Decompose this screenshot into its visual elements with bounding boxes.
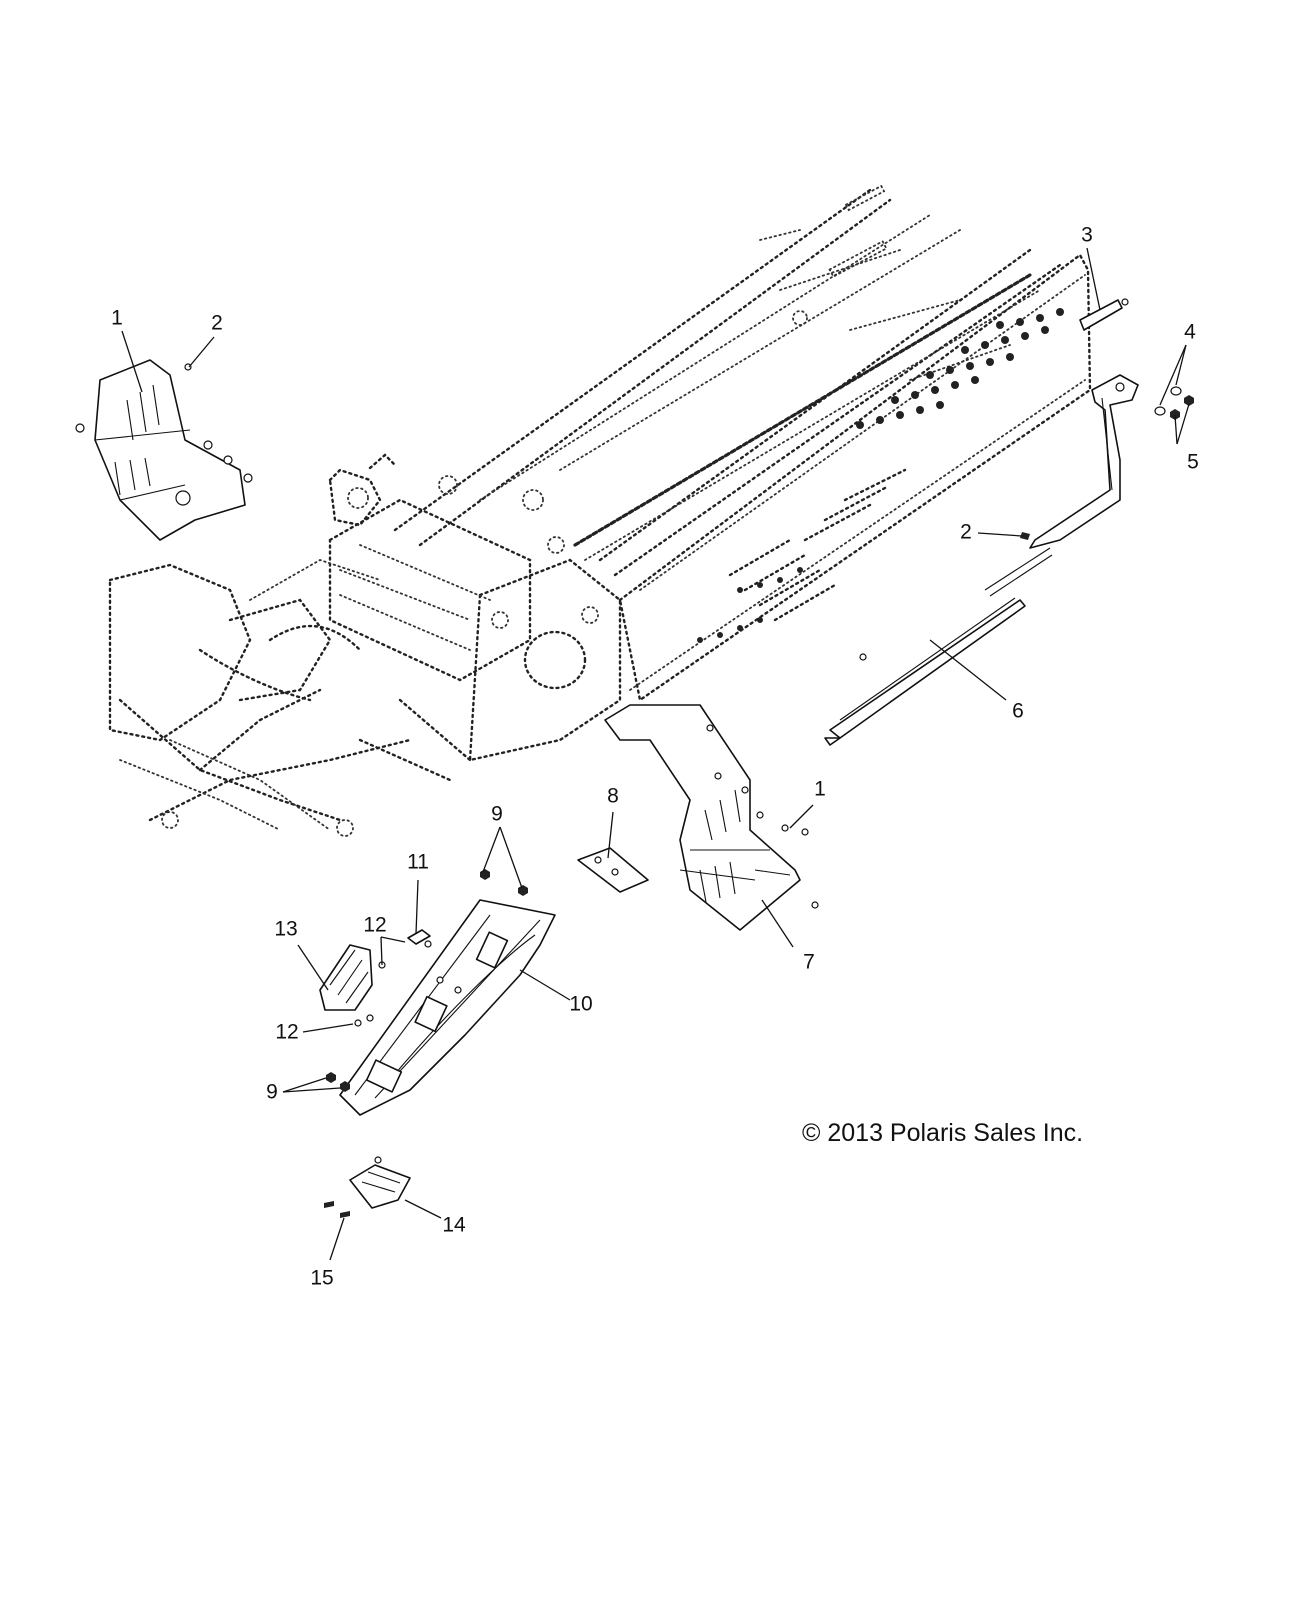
footrest-hole-pattern <box>697 308 1064 643</box>
part-1-right-fasteners <box>706 724 819 909</box>
part-1-left-fasteners <box>75 363 253 483</box>
part-13-mount-bracket <box>319 944 386 1027</box>
callout-12: 12 <box>275 1021 298 1044</box>
part-6-edge-rail <box>824 547 1053 746</box>
callout-labels: 1 2 3 4 5 2 6 1 8 9 11 7 13 12 10 12 9 1… <box>111 224 1199 1290</box>
chassis-phantom-outline <box>108 184 1092 837</box>
part-7-heat-shield-right <box>604 704 801 931</box>
callout-1: 1 <box>111 307 123 330</box>
part-10-skid-plate <box>339 899 556 1116</box>
callout-10: 10 <box>569 993 592 1016</box>
callout-9: 9 <box>491 803 503 826</box>
callout-1: 1 <box>814 778 826 801</box>
callout-2: 2 <box>211 312 223 335</box>
part-3-clip <box>1079 298 1129 331</box>
copyright-notice: © 2013 Polaris Sales Inc. <box>802 1119 1083 1147</box>
part-15-screws <box>324 1201 350 1218</box>
callout-2: 2 <box>960 521 972 544</box>
callout-15: 15 <box>310 1267 333 1290</box>
callout-12: 12 <box>363 914 386 937</box>
callout-8: 8 <box>607 785 619 808</box>
leader-lines <box>121 247 1190 1261</box>
callout-7: 7 <box>803 951 815 974</box>
side-panel-slots <box>728 468 907 622</box>
callout-6: 6 <box>1012 700 1024 723</box>
callout-4: 4 <box>1184 321 1196 344</box>
part-4-5-washers-nuts <box>1154 386 1194 420</box>
part-11-clip <box>407 929 432 948</box>
callout-9: 9 <box>266 1081 278 1104</box>
callout-14: 14 <box>442 1214 466 1237</box>
part-2-screw-right <box>1020 532 1030 540</box>
callout-11: 11 <box>407 851 429 874</box>
part-8-bracket <box>577 847 649 893</box>
callout-5: 5 <box>1187 451 1199 474</box>
running-board-support <box>1029 374 1139 549</box>
part-9-nuts <box>326 869 528 1092</box>
part-1-heat-shield-left <box>94 359 246 541</box>
callout-3: 3 <box>1081 224 1093 247</box>
callout-13: 13 <box>274 918 297 941</box>
part-14-bracket <box>349 1156 411 1209</box>
